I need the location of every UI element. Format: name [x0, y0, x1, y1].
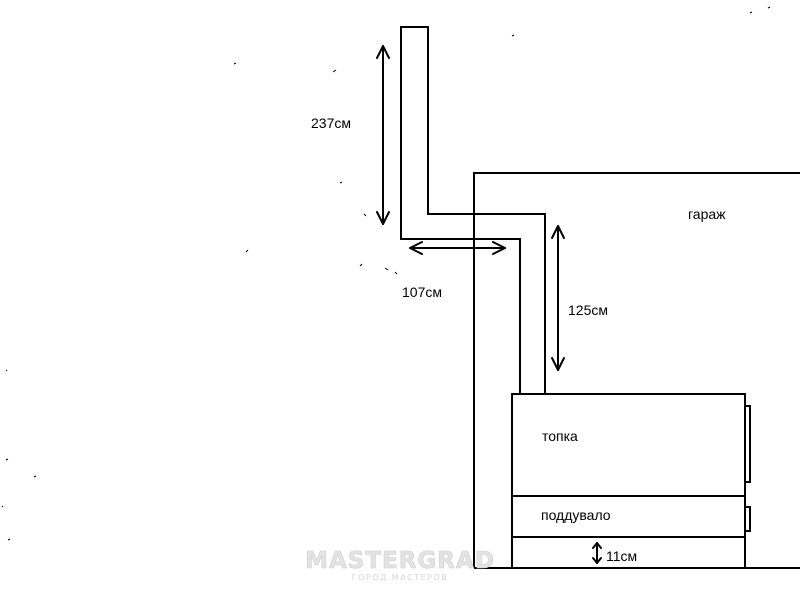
stove-firebox: [511, 393, 746, 497]
dimension-label-horizontal-pipe: 107см: [402, 284, 442, 300]
chimney-pipe: [400, 26, 546, 394]
garage-label: гараж: [688, 206, 726, 222]
dimension-arrow-horizontal-pipe: [409, 241, 506, 255]
firebox-door: [744, 405, 751, 483]
speck-marks: [1, 6, 771, 541]
ash-pit-label: поддувало: [541, 507, 611, 523]
dimension-arrow-base: [592, 542, 602, 564]
dimension-label-base: 11см: [606, 548, 637, 564]
dimension-label-vertical-pipe: 237см: [311, 115, 351, 131]
dimension-arrow-vertical-pipe: [376, 45, 390, 225]
dimension-arrow-inner-pipe: [551, 225, 565, 371]
watermark-tagline: ГОРОД МАСТЕРОВ: [352, 573, 449, 582]
ash-pit-door: [744, 506, 751, 532]
watermark-logo: MASTERGRAD: [305, 548, 495, 574]
garage-outline: [473, 172, 800, 568]
firebox-label: топка: [542, 428, 578, 444]
dimension-label-inner-pipe: 125см: [568, 302, 608, 318]
